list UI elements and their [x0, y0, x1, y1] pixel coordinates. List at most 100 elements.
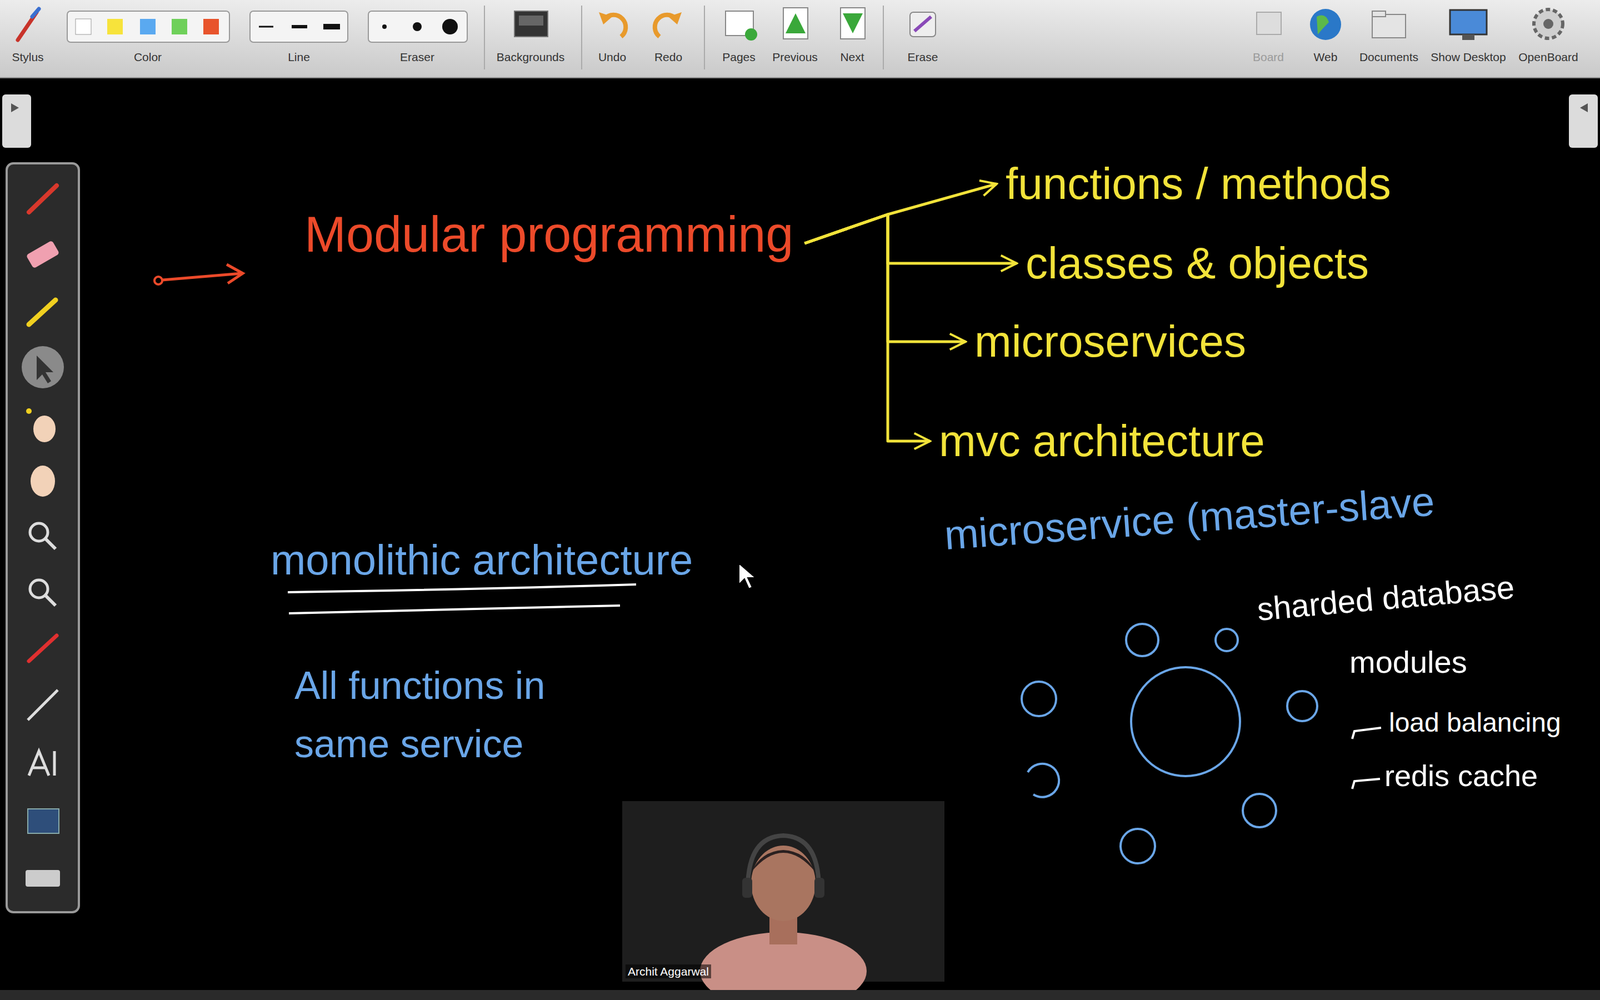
- headphones: [742, 877, 753, 898]
- web-icon: [1310, 8, 1342, 40]
- toolbar-border: [0, 77, 1600, 79]
- eraser-size-box: [368, 11, 468, 43]
- toolbar-label: Erase: [907, 50, 939, 64]
- redo-icon: [668, 12, 682, 25]
- participant-name: Archit Aggarwal: [625, 964, 712, 979]
- handwritten-note: sharded database: [1255, 567, 1517, 629]
- handwritten-note: redis cache: [1384, 757, 1538, 794]
- arrow-dot: [154, 276, 163, 285]
- side-tab: [11, 103, 19, 113]
- handwritten-note: modules: [1349, 643, 1468, 681]
- line-width-box: [250, 11, 348, 43]
- node-text: Modular programming: [304, 204, 794, 265]
- toolbar-label: Eraser: [400, 50, 435, 64]
- bullet-arrow: [162, 273, 243, 280]
- toolbar-separator: [882, 5, 884, 70]
- pages-icon: [745, 28, 758, 41]
- color-swatch: [171, 18, 188, 35]
- desktop-icon: [1462, 34, 1475, 40]
- handwritten-note: load balancing: [1388, 706, 1562, 739]
- node-text: classes & objects: [1025, 236, 1369, 290]
- zoom-in-tool: [30, 523, 48, 542]
- previous-icon: [785, 13, 806, 34]
- toolbar-label: Pages: [722, 50, 756, 64]
- toolbar-separator: [483, 5, 485, 70]
- backgrounds-icon: [518, 15, 544, 26]
- toolbar-label: OpenBoard: [1518, 50, 1578, 64]
- desktop-icon: [1450, 10, 1487, 35]
- line-width-sample: [323, 23, 340, 30]
- headphones: [814, 877, 825, 898]
- toolbar-label: Line: [287, 50, 310, 64]
- note-arrow: [1352, 778, 1380, 789]
- text-node: classes & objects: [1022, 236, 1373, 290]
- undo-icon: [598, 12, 613, 25]
- pointer-tool: [21, 346, 64, 389]
- node-text: mvc architecture: [938, 414, 1265, 468]
- line-tool: [27, 690, 58, 720]
- zoom-in-tool: [45, 538, 56, 549]
- eraser-tool: [26, 240, 60, 269]
- toolbar-label: Stylus: [11, 50, 44, 64]
- handwritten-note: All functions in same service: [294, 656, 628, 774]
- shard-circle: [1242, 793, 1277, 828]
- erase-icon: [914, 16, 932, 32]
- heading-note: microservice (master-slave: [942, 476, 1437, 560]
- toolbar-bar: [0, 0, 1600, 78]
- pen-tool: [28, 185, 57, 213]
- shard-circle: [1287, 691, 1318, 722]
- bottom-bar: [0, 990, 1600, 1000]
- next-icon: [842, 13, 863, 34]
- zoom-out-tool: [30, 580, 48, 598]
- text-node: mvc architecture: [935, 414, 1269, 468]
- highlighter-tool: [28, 300, 56, 325]
- line-width-sample: [258, 26, 274, 28]
- play-tool: [33, 415, 56, 443]
- node-text: microservices: [974, 315, 1247, 369]
- branch-arrow: [804, 214, 1017, 264]
- branch-arrow: [804, 214, 930, 442]
- next-icon: [840, 7, 865, 39]
- documents-icon: [1372, 14, 1406, 38]
- toolbar-label: Documents: [1359, 50, 1419, 64]
- hand-tool: [30, 465, 55, 497]
- note-arrow: [1352, 727, 1382, 739]
- side-tab: [1580, 103, 1588, 113]
- previous-icon: [783, 7, 808, 39]
- toolbar-label: Previous: [772, 50, 818, 64]
- openboard-icon: [1533, 9, 1563, 39]
- database-circle: [1131, 667, 1240, 777]
- headphones: [747, 835, 819, 889]
- mouse-cursor: [738, 563, 756, 589]
- heading-note: monolithic architecture: [270, 534, 693, 585]
- shard-circle: [1021, 681, 1057, 717]
- toolbar-separator: [703, 5, 705, 70]
- webcam-person: [751, 850, 816, 873]
- bullet-arrow: [226, 264, 243, 284]
- eraser-size-dot: [442, 18, 458, 35]
- toolbar-label: Board: [1252, 50, 1284, 64]
- underline: [287, 584, 637, 593]
- laser-tool: [28, 635, 57, 662]
- text-tool: [28, 751, 55, 776]
- capture-tool: [27, 808, 59, 834]
- color-swatch: [203, 18, 219, 35]
- tool-panel: [6, 163, 79, 913]
- side-tab: [1568, 94, 1598, 148]
- text-node: microservices: [971, 315, 1250, 369]
- zoom-out-tool: [45, 595, 56, 606]
- shard-circle: [1126, 623, 1159, 657]
- toolbar-separator: [581, 5, 583, 70]
- keyboard-tool: [25, 870, 60, 887]
- toolbar-label: Color: [133, 50, 162, 64]
- underline: [288, 605, 620, 614]
- eraser-size-dot: [412, 22, 422, 32]
- shard-circle: [1027, 763, 1059, 798]
- toolbar-label: Backgrounds: [496, 50, 565, 64]
- side-tab: [2, 94, 32, 148]
- color-swatch: [107, 18, 123, 35]
- text-node: Modular programming: [301, 204, 797, 265]
- backgrounds-icon: [514, 11, 548, 37]
- shard-circle: [1120, 828, 1155, 864]
- color-swatch: [140, 18, 156, 35]
